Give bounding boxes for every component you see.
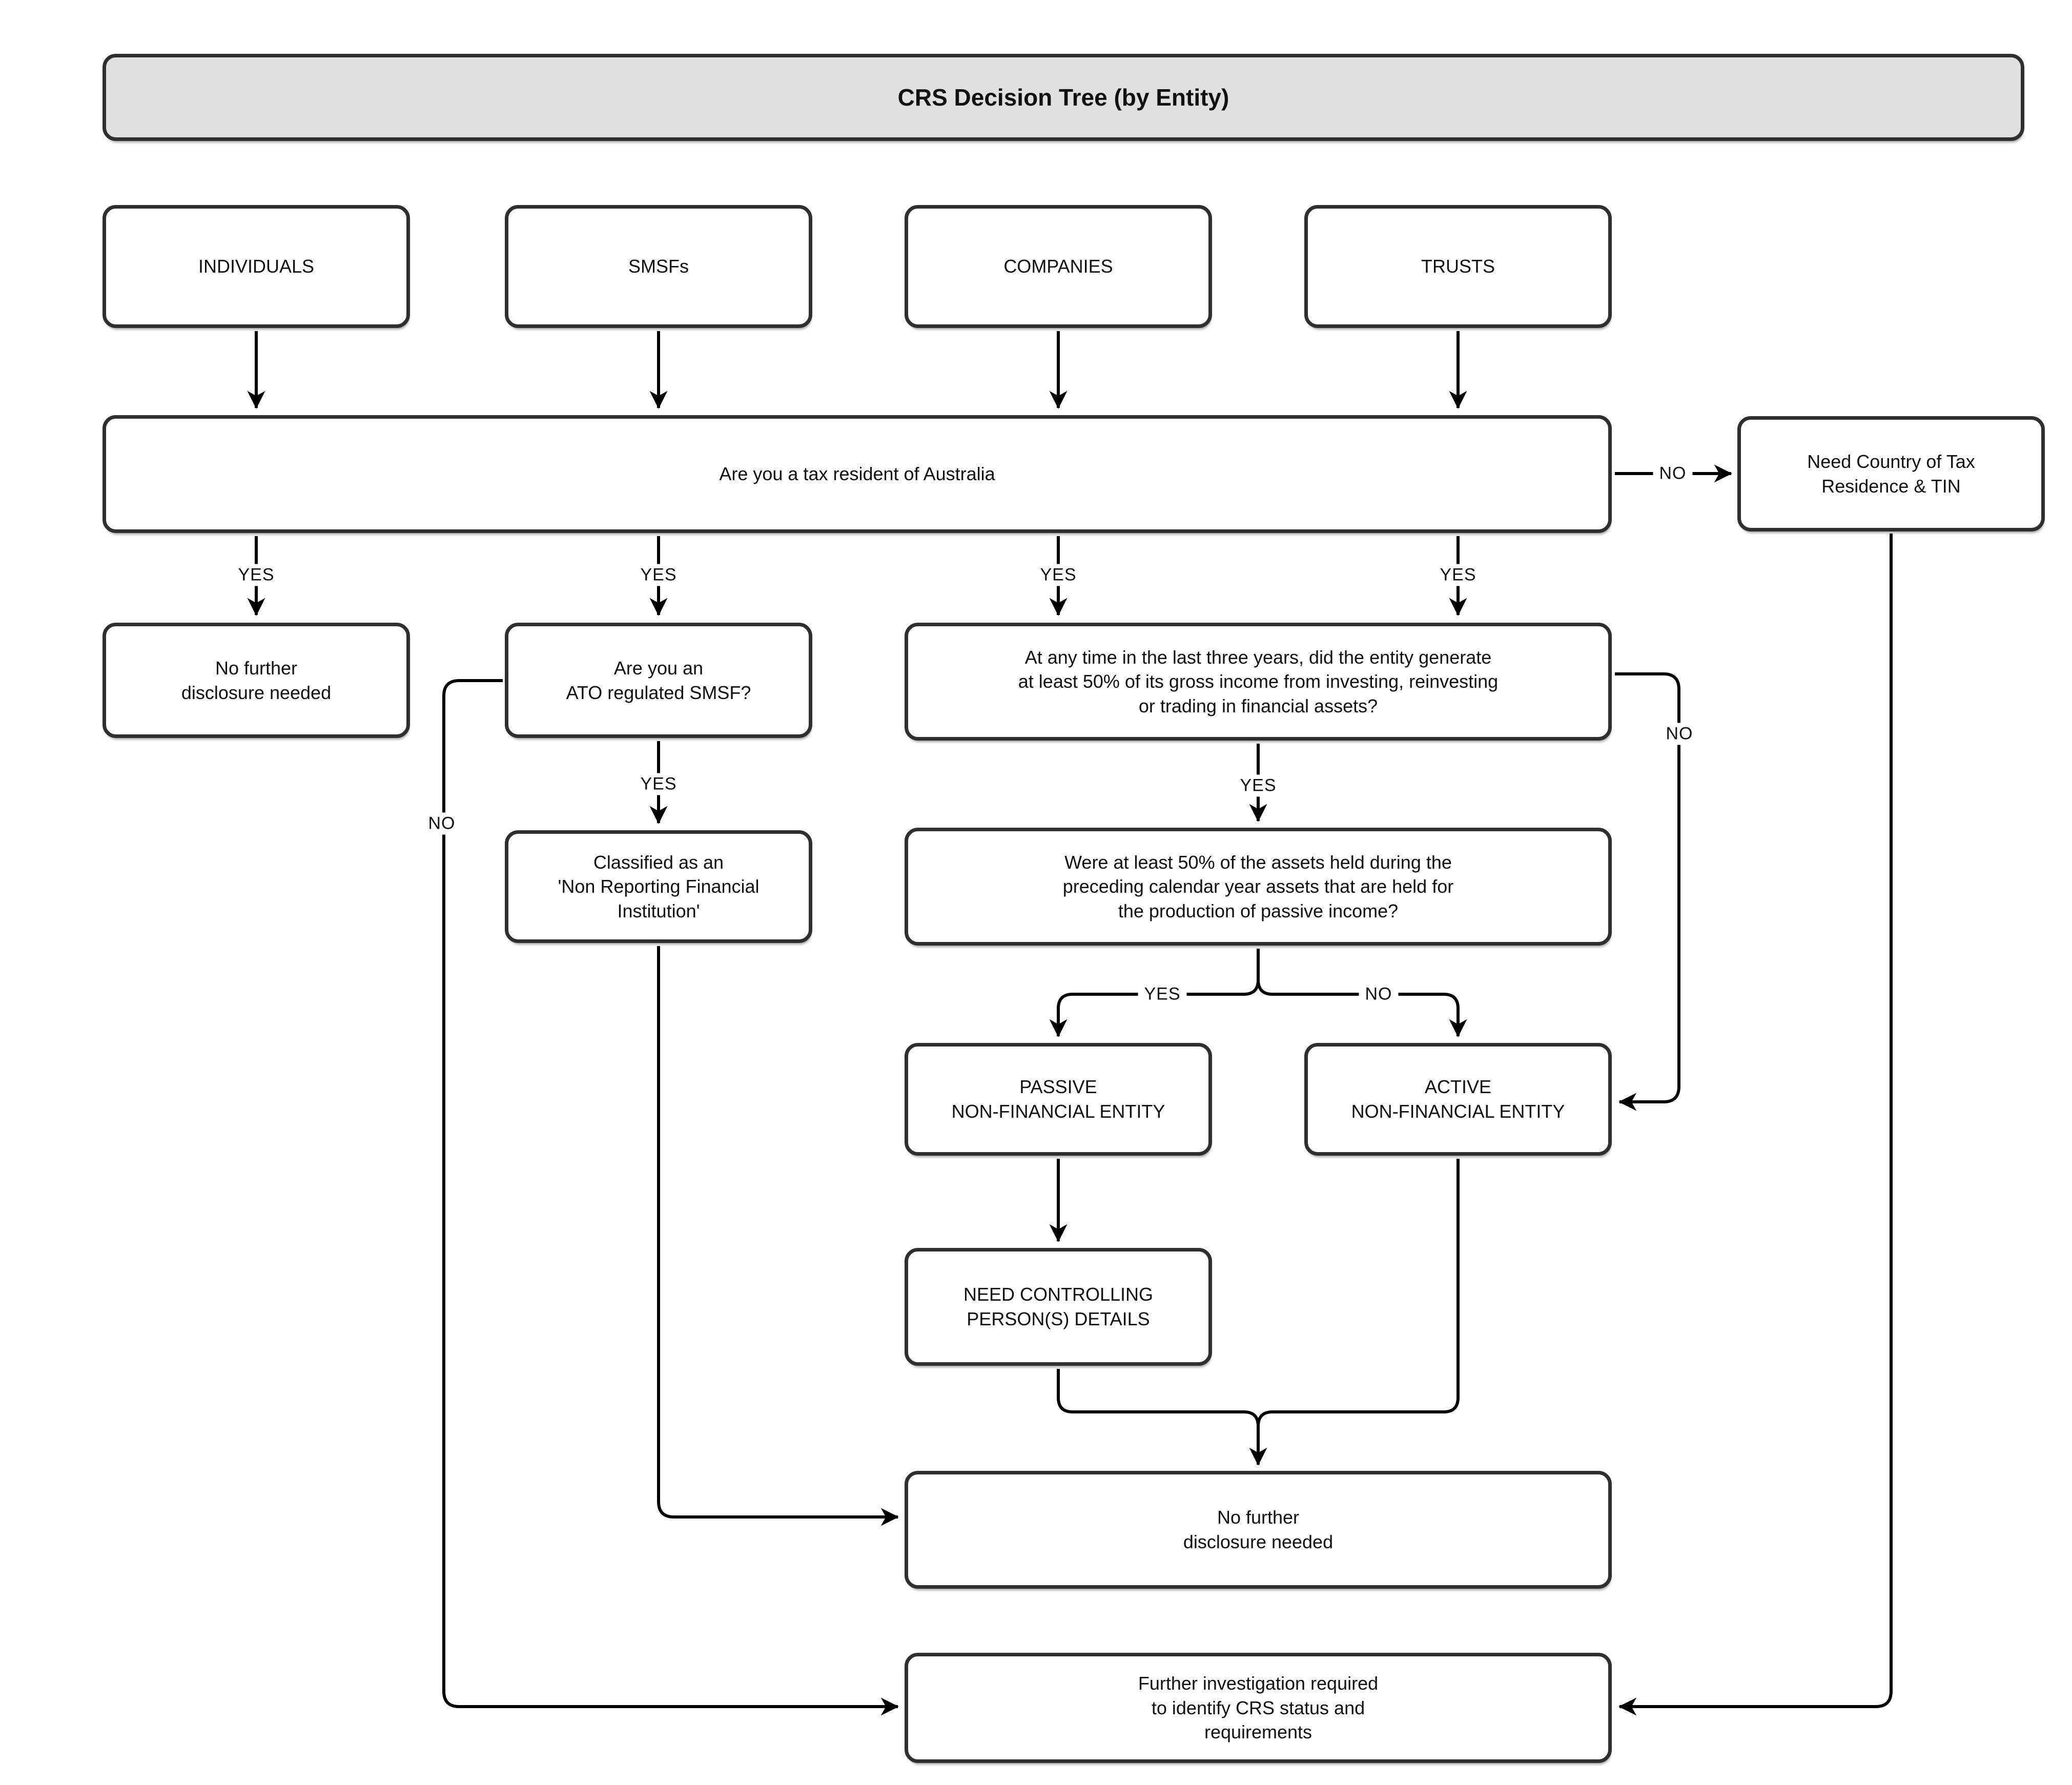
node-companies: COMPANIES [905,205,1212,328]
edge-income-no-to-active [1615,672,1680,1111]
node-gross-income-question: At any time in the last three years, did… [905,623,1612,741]
node-active-non-financial-entity: ACTIVE NON-FINANCIAL ENTITY [1304,1043,1612,1156]
label-yes-ato-smsf: YES [634,773,683,795]
edge-atosmsf-no-to-further-investigation [442,679,899,1716]
label-yes-smsfs: YES [634,564,683,586]
node-trusts: TRUSTS [1304,205,1612,328]
node-ato-regulated-smsf-question: Are you an ATO regulated SMSF? [505,623,812,738]
node-smsfs: SMSFs [505,205,812,328]
label-yes-trusts: YES [1433,564,1483,586]
node-no-further-disclosure-left: No further disclosure needed [102,623,410,738]
label-no-passive-assets: NO [1359,983,1399,1006]
label-yes-companies: YES [1034,564,1083,586]
label-yes-individuals: YES [232,564,281,586]
node-no-further-disclosure-bottom: No further disclosure needed [905,1471,1612,1589]
edge-need-country-to-further-investigation [1618,534,1893,1716]
node-passive-assets-question: Were at least 50% of the assets held dur… [905,828,1612,946]
label-no-gross-income: NO [1659,723,1699,745]
edge-classified-to-no-further [657,946,899,1526]
label-yes-gross-income: YES [1234,774,1283,797]
node-passive-non-financial-entity: PASSIVE NON-FINANCIAL ENTITY [905,1043,1212,1156]
label-yes-passive-assets: YES [1138,983,1187,1006]
edge-active-to-no-further [1257,1159,1460,1427]
node-further-investigation-required: Further investigation required to identi… [905,1653,1612,1763]
node-tax-resident-question: Are you a tax resident of Australia [102,415,1612,533]
page-title: CRS Decision Tree (by Entity) [102,54,2024,141]
label-no-ato-smsf: NO [422,812,462,835]
edge-assets-no-to-active [1257,979,1467,1037]
node-individuals: INDIVIDUALS [102,205,410,328]
edge-controlling-to-no-further [1057,1369,1267,1466]
node-classified-non-reporting-fi: Classified as an 'Non Reporting Financia… [505,830,812,943]
label-no-tax-resident: NO [1653,462,1693,485]
node-need-country-of-tax-residence: Need Country of Tax Residence & TIN [1737,416,2045,531]
node-need-controlling-persons-details: NEED CONTROLLING PERSON(S) DETAILS [905,1248,1212,1366]
